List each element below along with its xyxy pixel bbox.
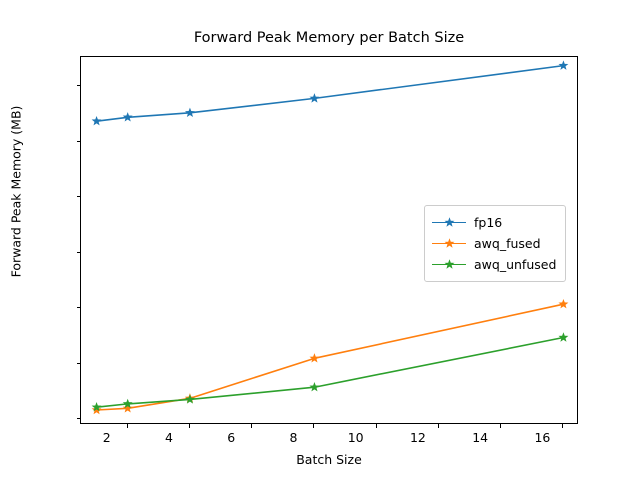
legend-label: fp16 (474, 215, 503, 230)
x-tick-label: 8 (289, 430, 298, 445)
data-point-marker (122, 398, 133, 409)
x-tick-label: 14 (472, 430, 489, 445)
x-tick-mark (251, 424, 253, 428)
data-point-marker (122, 112, 133, 122)
data-point-marker (91, 115, 102, 126)
legend-label: awq_fused (474, 236, 541, 251)
series-fp16 (91, 60, 569, 126)
legend-star-icon (444, 258, 455, 269)
data-point-marker (91, 402, 102, 412)
series-canvas (91, 60, 569, 415)
y-tick-mark (76, 418, 80, 420)
y-axis-label: Forward Peak Memory (MB) (8, 105, 24, 278)
x-tick-label: 2 (102, 430, 111, 445)
data-point-marker (309, 93, 320, 103)
x-tick-mark (126, 424, 128, 428)
legend-star-icon (444, 237, 455, 248)
data-point-marker (184, 394, 195, 404)
data-point-marker (558, 298, 569, 309)
chart-title: Forward Peak Memory per Batch Size (193, 30, 465, 46)
legend-item-awq_unfused: awq_unfused (432, 254, 556, 275)
series-awq_unfused (91, 332, 569, 412)
x-tick-label: 6 (227, 430, 236, 445)
data-point-marker (309, 382, 320, 392)
data-point-marker (558, 332, 569, 342)
x-tick-label: 4 (164, 430, 173, 445)
legend-swatch (432, 258, 466, 272)
x-tick-label: 10 (347, 430, 364, 445)
y-tick-mark (76, 362, 80, 364)
y-tick-mark (76, 140, 80, 142)
legend-item-fp16: fp16 (432, 212, 556, 233)
x-tick-mark (562, 424, 564, 428)
x-tick-mark (188, 424, 190, 428)
x-tick-mark (313, 424, 315, 428)
x-tick-mark (375, 424, 377, 428)
data-point-marker (91, 404, 102, 415)
x-tick-mark (437, 424, 439, 428)
legend-swatch (432, 216, 466, 230)
legend-label: awq_unfused (474, 257, 557, 272)
data-point-marker (184, 107, 195, 118)
y-tick-mark (76, 251, 80, 253)
x-tick-label: 12 (409, 430, 426, 445)
y-tick-mark (76, 307, 80, 309)
legend-star-icon (444, 216, 455, 227)
x-tick-mark (500, 424, 502, 428)
data-point-marker (122, 403, 133, 413)
y-tick-mark (76, 196, 80, 198)
x-tick-label: 16 (534, 430, 551, 445)
legend-swatch (432, 237, 466, 251)
plot-area (80, 56, 578, 424)
series-line (95, 303, 565, 411)
series-awq_fused (91, 298, 569, 415)
y-tick-mark (76, 85, 80, 87)
series-line (95, 64, 565, 122)
x-axis-label: Batch Size (296, 452, 362, 467)
data-point-marker (558, 60, 569, 70)
series-line (95, 336, 565, 409)
data-point-marker (309, 353, 320, 363)
legend: fp16 awq_fused awq_unfused (424, 205, 567, 282)
legend-item-awq_fused: awq_fused (432, 233, 556, 254)
